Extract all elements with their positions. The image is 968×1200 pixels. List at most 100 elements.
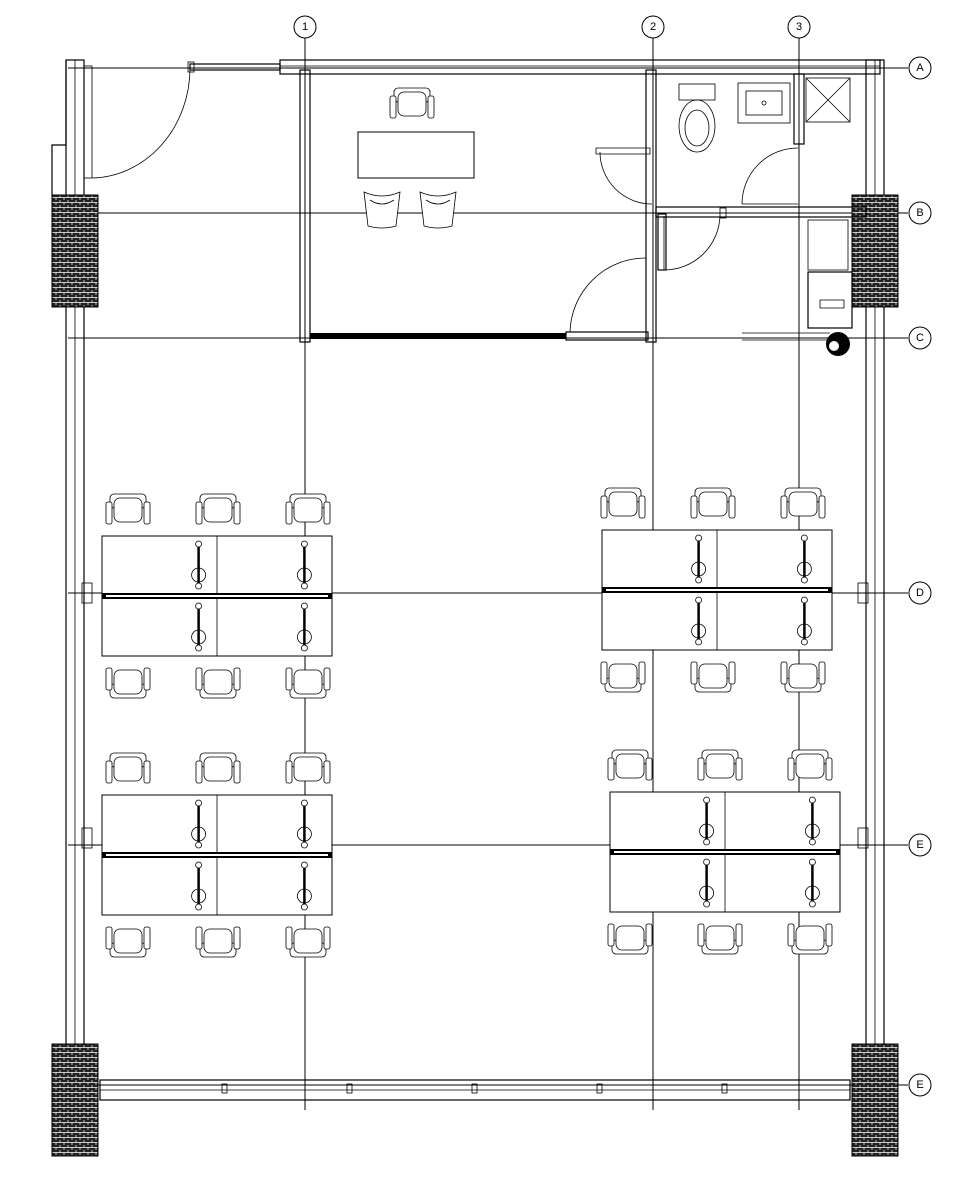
brick-column-top-left (51, 194, 99, 308)
brick-column-bottom-left (51, 1043, 99, 1157)
desk-lamp-end (300, 602, 308, 610)
grid-label-2: 2 (650, 21, 656, 33)
desk-lamp-ring (296, 888, 312, 904)
desk-chair (105, 926, 151, 958)
desk-lamp-ring (191, 629, 207, 645)
desk-chair (600, 661, 646, 693)
desk-lamp-end (300, 582, 308, 590)
desk-lamp-ring (797, 561, 812, 577)
grid-bubble-1: 1 (293, 15, 317, 39)
grid-bubble-3: 3 (787, 15, 811, 39)
desk-screen-gap (606, 589, 828, 591)
desk-chair (285, 926, 331, 958)
desk-chair (780, 661, 826, 693)
desk-lamp-ring (691, 623, 706, 639)
entrance-door (83, 61, 195, 179)
workstation-cluster (600, 487, 833, 693)
brick-column-top-right (851, 194, 899, 308)
desk-chair (195, 926, 241, 958)
desk-lamp-ring (296, 629, 312, 645)
desk-lamp-end (300, 861, 308, 869)
desk-lamp-ring (699, 823, 714, 839)
desk-chair (195, 752, 241, 784)
grid-bubble-2: 2 (641, 15, 665, 39)
desk-chair (285, 752, 331, 784)
desk-lamp-end (801, 534, 808, 542)
grid-label-b: B (916, 207, 923, 219)
desk-chair (690, 661, 736, 693)
desk-screen-gap (106, 595, 328, 597)
desk-chair (607, 923, 653, 955)
desk-lamp-end (195, 644, 203, 652)
desk-lamp-end (703, 900, 710, 908)
desk-screen-gap (614, 851, 836, 853)
meeting-chair (363, 191, 401, 229)
desk-chair (105, 667, 151, 699)
desk-lamp-end (195, 602, 203, 610)
desk-chair (195, 667, 241, 699)
desk-chair (787, 749, 833, 781)
workstation-cluster (101, 752, 333, 958)
desk-lamp-end (695, 576, 702, 584)
desk-lamp-end (300, 644, 308, 652)
sink (737, 82, 791, 124)
desk-lamp-end (703, 838, 710, 846)
desk-lamp-ring (191, 567, 207, 583)
desk-lamp-ring (191, 826, 207, 842)
grid-bubble-a: A (908, 56, 932, 80)
desk-lamp-end (195, 540, 203, 548)
desk-lamp-end (195, 841, 203, 849)
desk-chair (697, 749, 743, 781)
desk-lamp-end (695, 638, 702, 646)
grid-label-c: C (916, 332, 924, 344)
workstation-cluster (101, 493, 333, 699)
cabinet (807, 271, 853, 329)
grid-label-3: 3 (796, 21, 802, 33)
grid-label-d: D (916, 587, 924, 599)
meeting-chair (389, 87, 435, 119)
desk-lamp-ring (797, 623, 812, 639)
workstation-cluster (607, 749, 841, 955)
desk-screen-gap (106, 854, 328, 856)
toilet (678, 83, 716, 153)
restroom (595, 73, 867, 356)
desk-chair (600, 487, 646, 519)
desk-lamp-ring (296, 826, 312, 842)
desk-lamp-end (300, 903, 308, 911)
desk-chair (195, 493, 241, 525)
desk-chair (285, 493, 331, 525)
desk-chair (780, 487, 826, 519)
grid-bubble-b: B (908, 201, 932, 225)
desk-lamp-end (703, 858, 710, 866)
grid-bubble-d: D (908, 581, 932, 605)
meeting-room (299, 69, 657, 343)
desk-lamp-end (809, 900, 816, 908)
desk-chair (285, 667, 331, 699)
desk-lamp-end (809, 858, 816, 866)
desk-lamp-end (195, 799, 203, 807)
desk-lamp-end (300, 540, 308, 548)
grid-label-1: 1 (302, 21, 308, 33)
desk-chair (697, 923, 743, 955)
desk-lamp-end (300, 799, 308, 807)
storage (807, 219, 849, 271)
desk-lamp-end (695, 534, 702, 542)
desk-chair (105, 752, 151, 784)
meeting-table (357, 131, 475, 179)
shower (805, 77, 851, 123)
desk-chair (607, 749, 653, 781)
desk-lamp-end (195, 861, 203, 869)
meeting-chair (419, 191, 457, 229)
desk-chair (787, 923, 833, 955)
desk-chair (690, 487, 736, 519)
brick-column-bottom-right (851, 1043, 899, 1157)
grid-bubble-e: E (908, 833, 932, 857)
grid-label-a: A (916, 62, 924, 74)
desk-lamp-end (195, 903, 203, 911)
grid-label-e: E (916, 839, 923, 851)
desk-chair (105, 493, 151, 525)
desk-lamp-ring (191, 888, 207, 904)
grid-bubble-c: C (908, 326, 932, 350)
desk-lamp-end (801, 596, 808, 604)
